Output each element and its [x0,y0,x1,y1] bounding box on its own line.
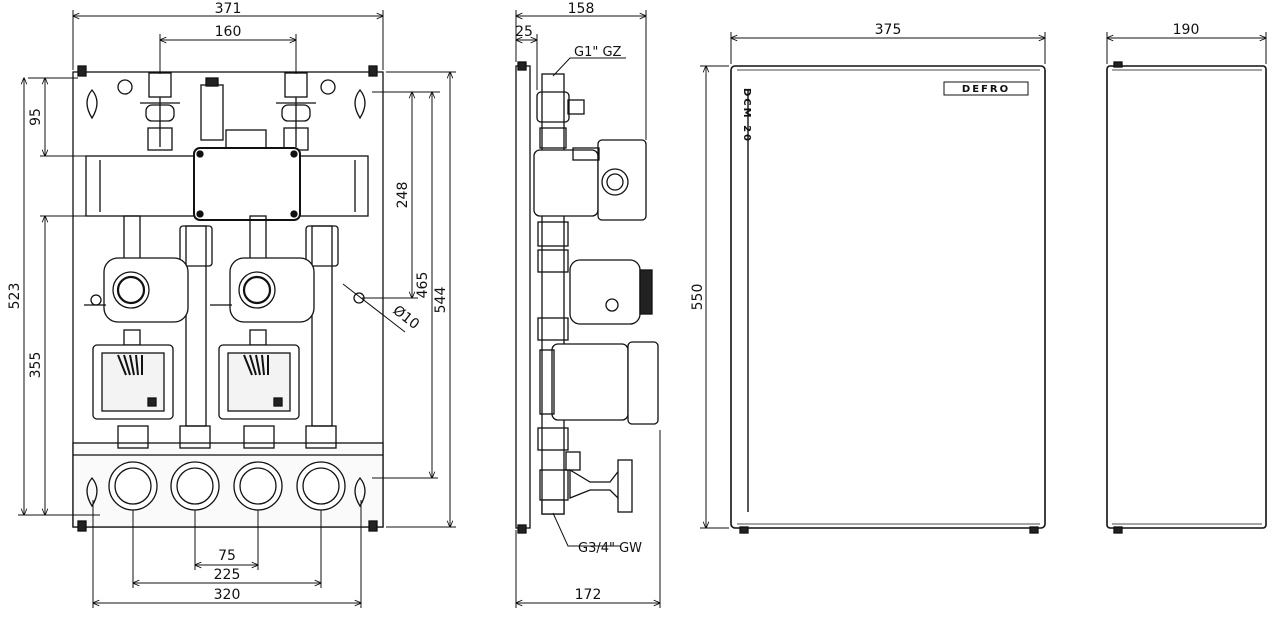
ball-valve [140,72,316,151]
bottom-valve [108,461,346,511]
cover-front-labels: 375 550 DEFRO DCM 20 [690,22,1029,311]
dim-bottom-spacing-outer: 320 [214,587,241,603]
circulation-pump [92,344,300,420]
circulation-pump [551,343,629,421]
mixing-valve [569,259,641,325]
dim-lower-height: 355 [28,352,44,379]
front-view [72,65,384,532]
dim-cover-height: 550 [690,284,706,311]
dim-bottom-spacing-inner: 75 [218,548,236,564]
dim-plate-offset: 25 [515,24,533,40]
cover-side-dimension-lines [1107,32,1266,64]
dim-top-spacing: 160 [215,24,242,40]
dim-depth: 158 [568,1,595,17]
dim-mount-height: 544 [433,287,449,314]
label-bottom-connection: G3/4" GW [578,541,642,556]
mixing-valve [84,257,315,323]
cover-front [730,65,1046,529]
dim-total-height: 523 [7,283,23,310]
model-label: DCM 20 [741,88,752,143]
dim-hole-height-2: 465 [415,272,431,299]
junction-box [597,139,647,221]
dim-overall-width: 371 [215,1,242,17]
cover-side [1106,65,1267,529]
brand-badge [943,81,1029,96]
dim-top-offset: 95 [28,108,44,126]
junction-box [193,147,301,221]
side-plate [515,65,531,529]
cover-front-view [730,65,1046,534]
dim-cover-width: 375 [875,22,902,38]
pipe [541,73,565,515]
dim-hole-height-1: 248 [395,182,411,209]
dim-bottom-spacing-middle: 225 [214,567,241,583]
dim-cover-depth: 190 [1173,22,1200,38]
side-labels: 158 25 172 G1" GZ G3/4" GW [515,1,642,603]
cover-front-dimension-lines [700,32,1045,528]
side-dimension-lines [516,10,660,608]
label-top-connection: G1" GZ [574,45,622,60]
front-dimension-lines [18,10,456,608]
dim-base-depth: 172 [575,587,602,603]
cover-side-view [1106,61,1267,534]
brand-logo: DEFRO [962,84,1010,95]
dim-hole-diameter: Ø10 [390,303,423,333]
side-view [515,61,659,534]
